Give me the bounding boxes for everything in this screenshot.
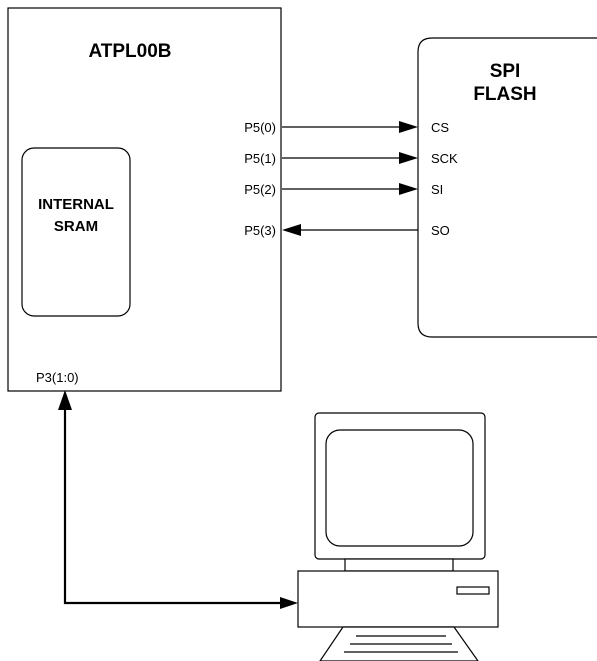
wire-p5-2-to-si xyxy=(282,183,418,195)
wire-p5-1-to-sck xyxy=(282,152,418,164)
drive-slot xyxy=(457,587,489,594)
arrowhead-pc xyxy=(280,597,298,609)
chip-title: ATPL00B xyxy=(88,41,171,62)
pc-link-wire xyxy=(58,390,298,609)
monitor-screen xyxy=(326,430,473,546)
internal-sram-label-line2: SRAM xyxy=(54,218,98,235)
desktop-computer-icon xyxy=(298,413,498,661)
arrowhead-cs xyxy=(399,121,418,133)
spi-flash-title-line1: SPI xyxy=(490,61,521,82)
pin-label-p5-3: P5(3) xyxy=(244,223,276,238)
arrowhead-p3 xyxy=(58,390,72,410)
pin-label-p5-1: P5(1) xyxy=(244,151,276,166)
pin-label-p5-0: P5(0) xyxy=(244,120,276,135)
chip-block: ATPL00B INTERNAL SRAM P3(1:0) P5(0) P5(1… xyxy=(8,8,281,391)
arrowhead-si xyxy=(399,183,418,195)
spi-wires xyxy=(282,121,418,236)
arrowhead-sck xyxy=(399,152,418,164)
spi-flash-title-line2: FLASH xyxy=(473,84,536,105)
pin-label-p5-2: P5(2) xyxy=(244,182,276,197)
spi-flash-outline xyxy=(418,38,597,337)
arrowhead-p5-3 xyxy=(282,224,301,236)
port3-label: P3(1:0) xyxy=(36,370,79,385)
flash-pin-sck: SCK xyxy=(431,151,458,166)
flash-pin-si: SI xyxy=(431,182,443,197)
wire-p5-0-to-cs xyxy=(282,121,418,133)
spi-flash-block: SPI FLASH CS SCK SI SO xyxy=(418,38,597,337)
flash-pin-cs: CS xyxy=(431,120,449,135)
monitor-stand xyxy=(345,559,453,571)
internal-sram-label-line1: INTERNAL xyxy=(38,196,114,213)
wire-so-to-p5-3 xyxy=(282,224,418,236)
flash-pin-so: SO xyxy=(431,223,450,238)
system-unit xyxy=(298,571,498,627)
